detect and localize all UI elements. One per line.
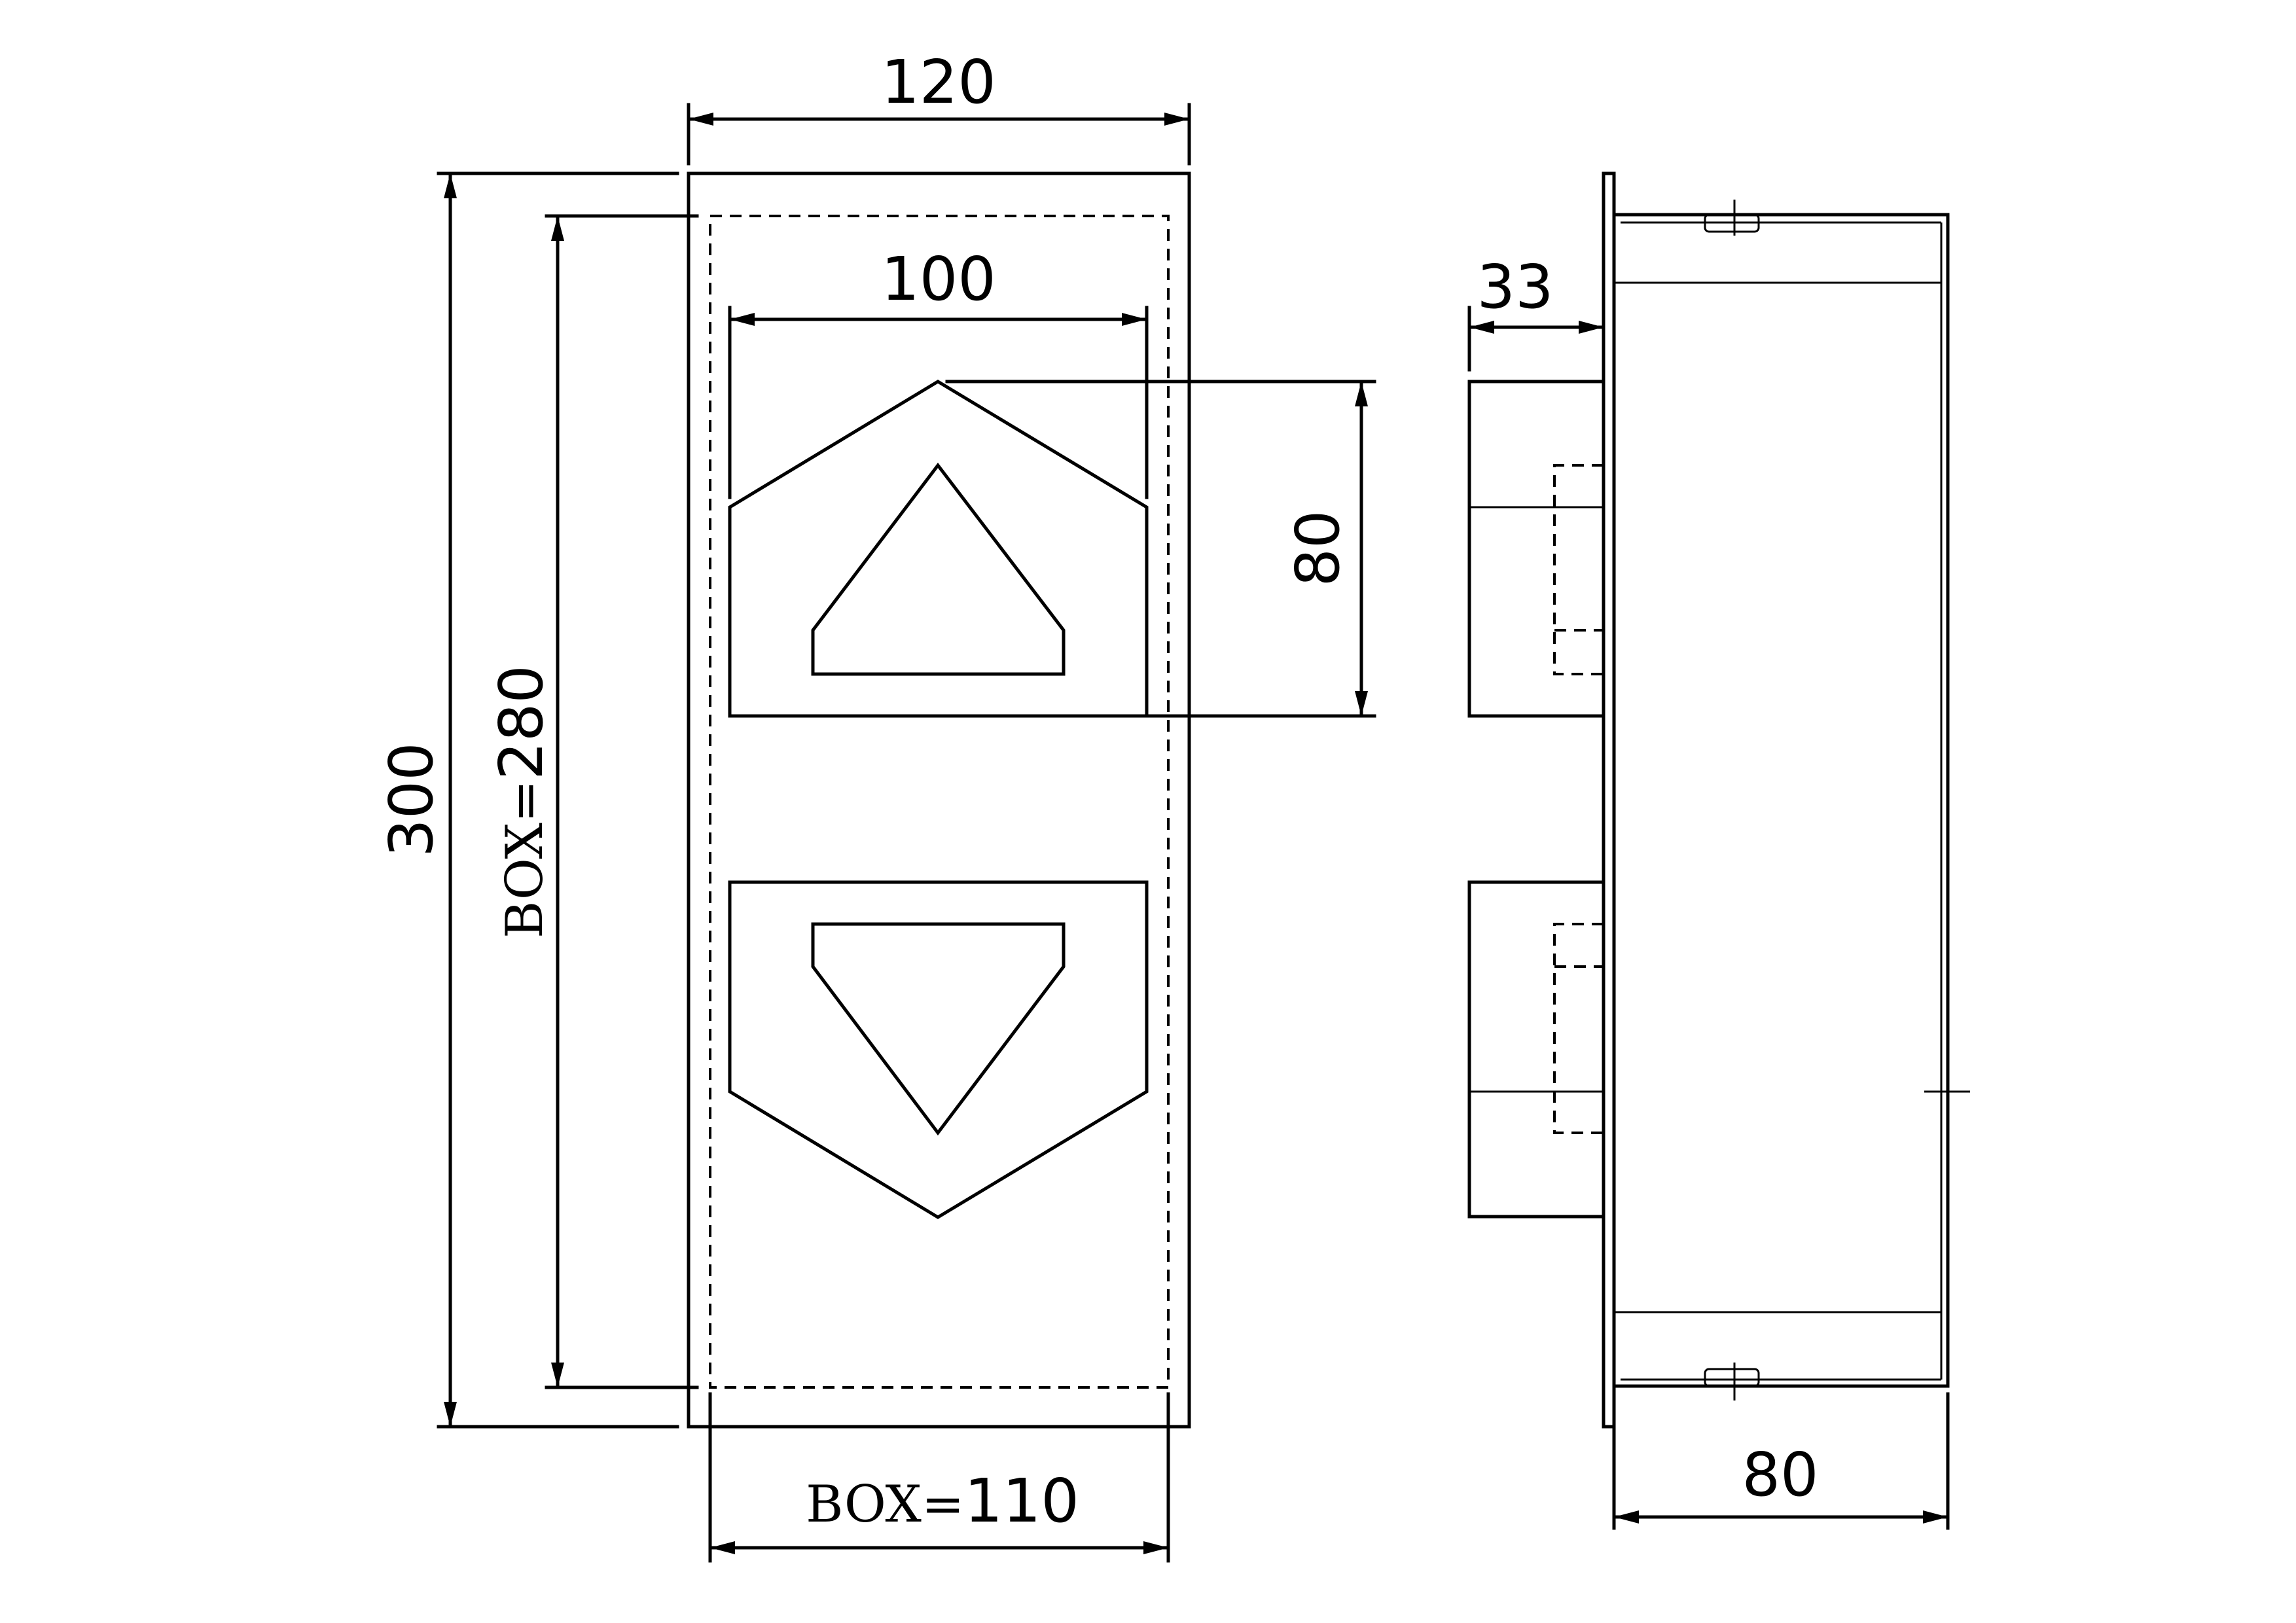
dim-depth-label: 80: [1742, 1440, 1818, 1510]
top-clip: [1704, 213, 1760, 233]
dim-button-height-80: 80: [945, 380, 1376, 718]
dim-protrusion-label: 33: [1477, 252, 1553, 322]
dim-button-width-label: 100: [881, 244, 996, 314]
down-button-plate: [728, 880, 1149, 1219]
up-arrow-icon: [811, 462, 1066, 676]
up-button-plate: [728, 380, 1149, 718]
side-box-body: [1612, 213, 1950, 1388]
dim-height-label: 300: [376, 742, 446, 857]
dim-box-width-label: BOX=110: [806, 1466, 1079, 1536]
box-outline-dashed: [709, 215, 1170, 1389]
dim-width-label: 120: [881, 47, 996, 117]
faceplate-outline: [687, 171, 1191, 1429]
dim-height-300: 300: [376, 171, 679, 1429]
dim-button-height-label: 80: [1283, 510, 1353, 586]
dim-protrusion-33: 33: [1467, 252, 1605, 372]
side-down-button: [1467, 880, 1605, 1219]
down-arrow-icon: [811, 922, 1066, 1136]
dim-depth-80: 80: [1612, 1392, 1950, 1530]
bottom-clip: [1704, 1368, 1760, 1387]
front-view: [687, 171, 1191, 1429]
side-up-button: [1467, 380, 1605, 718]
dim-width-120: 120: [687, 47, 1191, 166]
side-view: [1467, 171, 1970, 1429]
dim-box-width-110: BOX=110: [708, 1392, 1170, 1563]
dim-button-width-100: 100: [728, 244, 1149, 499]
dim-box-height-280: BOX=280: [486, 214, 699, 1389]
dim-box-height-label: BOX=280: [486, 665, 556, 938]
